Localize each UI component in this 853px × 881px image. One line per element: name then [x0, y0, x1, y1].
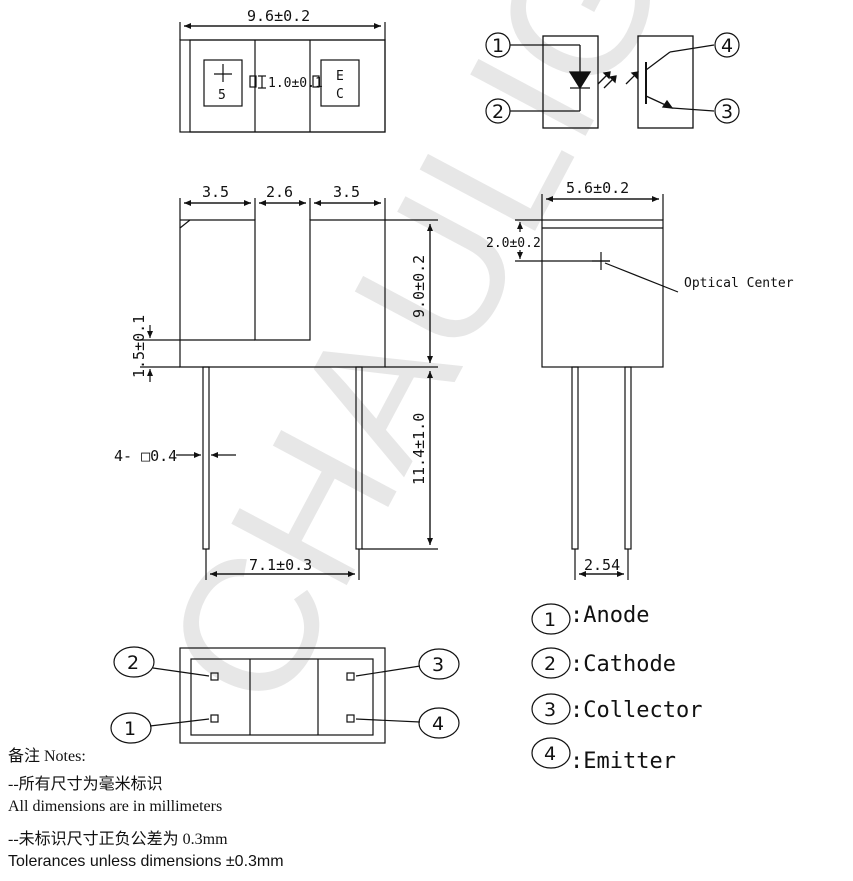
- front-lead-size: 4- □0.4: [114, 447, 177, 465]
- side-lead-pitch: 2.54: [584, 556, 620, 574]
- notes-line-1: --所有尺寸为毫米标识: [8, 776, 163, 793]
- svg-text:4: 4: [721, 35, 733, 57]
- bottom-pin-3: 3: [418, 648, 460, 680]
- svg-text:3: 3: [544, 699, 556, 721]
- top-view-left-window: [203, 59, 243, 107]
- schematic-pin-1: 1: [485, 32, 511, 58]
- top-view-inner: [189, 39, 386, 133]
- schematic-pin-2: 2: [485, 98, 511, 124]
- side-view: [515, 194, 679, 580]
- bottom-pin-2: 2: [113, 646, 155, 678]
- front-height-dimension: 9.0±0.2: [410, 255, 428, 318]
- front-lead-pitch: 7.1±0.3: [249, 556, 312, 574]
- bottom-pin-1: 1: [110, 712, 152, 744]
- side-lead-left: [571, 366, 579, 550]
- svg-text:1: 1: [124, 718, 136, 740]
- svg-text:2: 2: [127, 652, 139, 674]
- side-lead-right: [624, 366, 632, 550]
- front-top-dim-right: 3.5: [333, 183, 360, 201]
- svg-text:4: 4: [544, 743, 556, 765]
- side-view-body: [541, 219, 664, 368]
- top-slot-dimension: 1.0±0.1: [268, 76, 323, 91]
- svg-text:3: 3: [721, 101, 733, 123]
- top-right-mark-c: C: [336, 87, 344, 102]
- top-left-mark: 5: [218, 88, 226, 103]
- bottom-view: [149, 647, 421, 744]
- top-right-mark-e: E: [336, 69, 344, 84]
- legend-anode-label: :Anode: [570, 603, 649, 628]
- bottom-view-body: [179, 647, 386, 744]
- bottom-pin-4: 4: [418, 707, 460, 739]
- legend-cathode: 2 :Cathode: [531, 647, 676, 679]
- legend-emitter: 4 :Emitter: [531, 737, 676, 774]
- svg-text:2: 2: [492, 101, 504, 123]
- schematic: [510, 35, 715, 129]
- bottom-pad-2: [210, 672, 219, 681]
- schematic-pin-3: 3: [714, 98, 740, 124]
- front-slot-bottom-dimension: 1.5±0.1: [130, 315, 148, 378]
- side-width-dimension: 5.6±0.2: [566, 179, 629, 197]
- top-view: [179, 22, 386, 133]
- svg-text:1: 1: [492, 35, 504, 57]
- notes-heading: 备注 Notes:: [8, 748, 86, 765]
- side-optical-offset: 2.0±0.2: [486, 236, 541, 251]
- top-view-right-window: [320, 59, 360, 107]
- front-top-dim-left: 3.5: [202, 183, 229, 201]
- top-width-dimension: 9.6±0.2: [247, 7, 310, 25]
- legend-emitter-label: :Emitter: [570, 749, 676, 774]
- svg-text:3: 3: [432, 654, 444, 676]
- notes-line-2: All dimensions are in millimeters: [8, 798, 223, 815]
- notes-line-3: --未标识尺寸正负公差为 0.3mm: [8, 831, 228, 848]
- front-view-body: [179, 219, 386, 368]
- legend-collector: 3 :Collector: [531, 693, 702, 725]
- svg-text:4: 4: [432, 713, 444, 735]
- optical-center-label: Optical Center: [684, 276, 794, 291]
- legend-cathode-label: :Cathode: [570, 652, 676, 677]
- notes-line-4: Tolerances unless dimensions ±0.3mm: [8, 853, 284, 870]
- schematic-pin-4: 4: [714, 32, 740, 58]
- svg-text:1: 1: [544, 609, 556, 631]
- legend-anode: 1 :Anode: [531, 603, 649, 635]
- diode-symbol: [568, 71, 592, 90]
- bottom-pad-4: [346, 714, 355, 723]
- schematic-sensor-box: [637, 35, 694, 129]
- bottom-pad-3: [346, 672, 355, 681]
- schematic-led-box: [542, 35, 599, 129]
- svg-text:2: 2: [544, 653, 556, 675]
- front-lead-length-dimension: 11.4±1.0: [410, 413, 428, 485]
- front-top-dim-middle: 2.6: [266, 183, 293, 201]
- bottom-pad-1: [210, 714, 219, 723]
- legend-collector-label: :Collector: [570, 698, 702, 723]
- front-view: [140, 198, 438, 580]
